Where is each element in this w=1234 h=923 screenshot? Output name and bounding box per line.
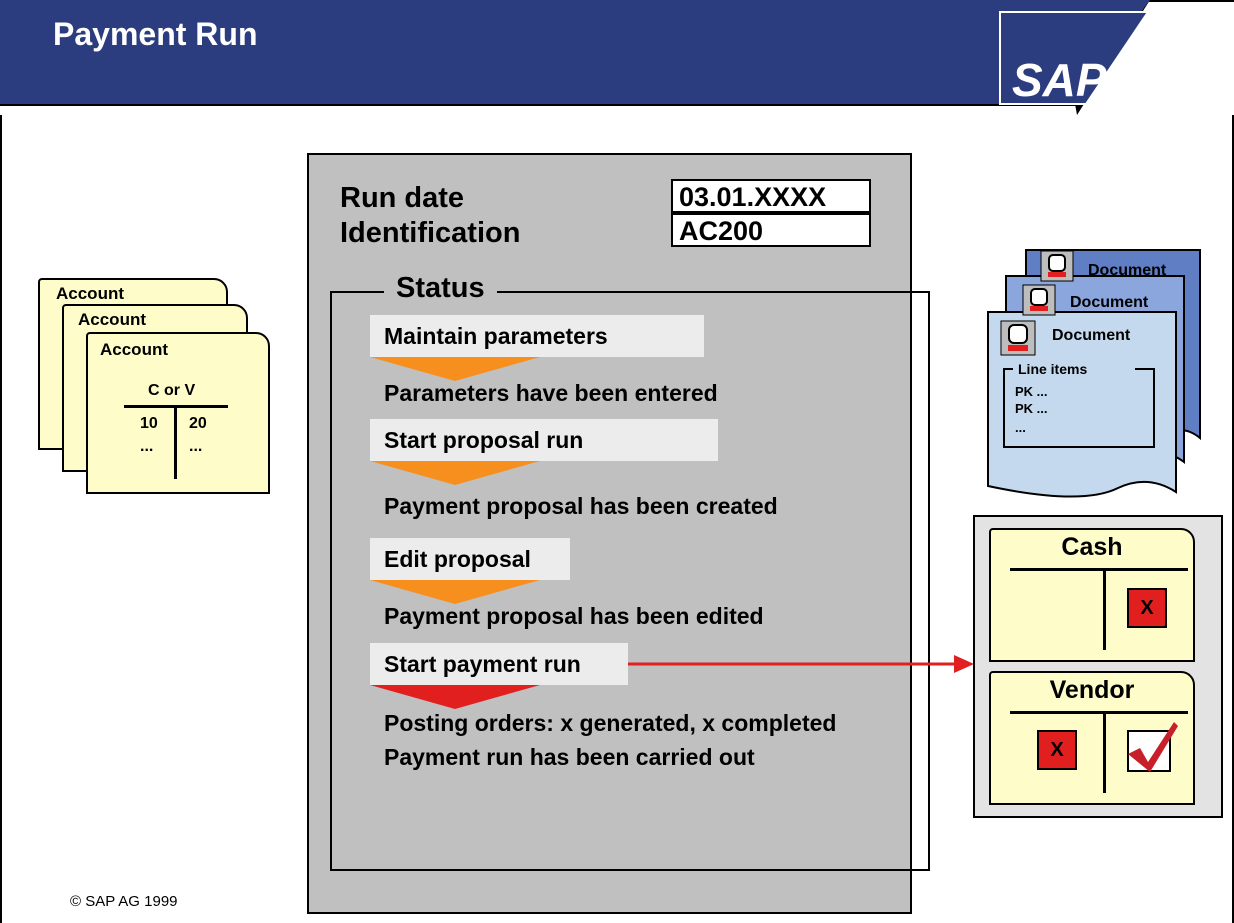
step-result-payment-run-done: Payment run has been carried out [384,744,755,770]
identification-label: Identification [340,217,521,249]
orange-arrow-icon [370,580,540,604]
checkmark-icon [1128,722,1178,772]
step-result-proposal-edited: Payment proposal has been edited [384,603,764,629]
orange-arrow-icon [370,357,540,381]
debit-value: 10 [140,415,158,432]
line-items-label: Line items [1018,361,1088,377]
connector-arrow-icon [628,655,974,673]
page-title: Payment Run [53,16,258,52]
header-banner: SAP [0,0,1234,115]
cash-x-mark: X [1127,588,1167,628]
red-arrow-icon [370,685,540,709]
printer-icon [1040,250,1074,282]
step-start-payment-run[interactable]: Start payment run [370,643,628,685]
account-card-front [86,332,270,494]
step-result-parameters: Parameters have been entered [384,380,718,406]
credit-value: 20 [189,415,207,432]
copyright-notice: © SAP AG 1999 [70,893,178,910]
line-item: ... [1015,420,1026,435]
printer-icon [1000,320,1036,356]
run-date-label: Run date [340,182,465,214]
sap-logo: SAP [999,11,1150,106]
vendor-x-mark: X [1037,730,1077,770]
debit-value: ... [140,438,154,455]
cash-title: Cash [1061,533,1123,561]
printer-icon [1022,284,1056,316]
credit-value: ... [189,438,203,455]
vendor-t-bar [1010,711,1188,714]
orange-arrow-icon [370,461,540,485]
line-item: PK ... [1015,384,1048,399]
frame-left-border [0,115,2,923]
step-start-proposal-run[interactable]: Start proposal run [370,419,718,461]
identification-field[interactable]: AC200 [671,213,871,247]
cash-t-divider [1103,568,1106,650]
document-label: Document [1052,327,1131,344]
vendor-account-card [989,671,1195,805]
run-date-field[interactable]: 03.01.XXXX [671,179,871,213]
vendor-t-divider [1103,711,1106,793]
account-card-label: Account [100,340,168,359]
t-account-divider [174,405,177,479]
step-edit-proposal[interactable]: Edit proposal [370,538,570,580]
frame-right-border [1232,115,1234,923]
line-items-frame [1003,368,1155,448]
cash-t-bar [1010,568,1188,571]
svg-text:SAP: SAP [1012,54,1107,106]
account-card-label: Account [56,284,124,303]
status-frame [330,291,930,871]
document-label: Document [1088,262,1167,279]
document-stack [987,249,1201,498]
vendor-title: Vendor [1049,676,1135,704]
document-label: Document [1070,294,1149,311]
status-title: Status [384,272,497,305]
account-card-label: Account [78,310,146,329]
step-result-proposal-created: Payment proposal has been created [384,493,778,519]
line-item: PK ... [1015,401,1048,416]
account-type-label: C or V [148,382,196,399]
step-maintain-parameters[interactable]: Maintain parameters [370,315,704,357]
step-result-posting-orders: Posting orders: x generated, x completed [384,710,837,736]
